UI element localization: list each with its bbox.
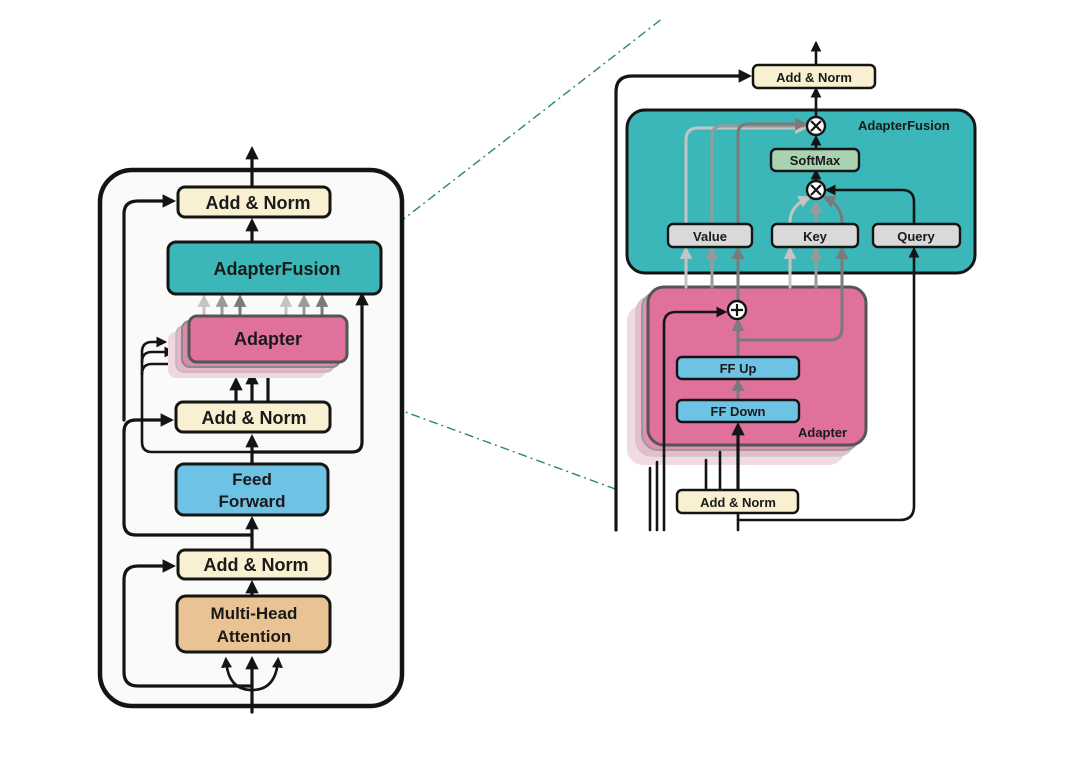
adapter-fusion-detail: AdapterFusion Adapter: [614, 40, 977, 532]
multiply-operator-bottom: [805, 179, 827, 201]
left-connectors: [122, 145, 369, 714]
right-add-norm-top: Add & Norm: [751, 63, 877, 90]
key-label: Key: [803, 229, 828, 244]
adapter-title: Adapter: [798, 425, 847, 440]
left-add-norm-top-label: Add & Norm: [206, 193, 311, 213]
zoom-leader-lines: [339, 17, 664, 491]
fusion-title: AdapterFusion: [858, 118, 950, 133]
ff-up-box: FF Up: [675, 355, 801, 381]
left-attention-line1: Multi-Head: [211, 604, 298, 623]
left-multi-head-attention: Multi-Head Attention: [175, 594, 332, 654]
ff-down-box: FF Down: [675, 398, 801, 424]
ff-down-label: FF Down: [711, 404, 766, 419]
left-adapter-fusion-label: AdapterFusion: [213, 259, 340, 279]
query-label: Query: [897, 229, 935, 244]
right-add-norm-bottom: Add & Norm: [675, 488, 800, 515]
left-feed-forward: Feed Forward: [174, 462, 330, 517]
left-add-norm-mid-label: Add & Norm: [202, 408, 307, 428]
transformer-layer: Add & Norm AdapterFusion Adapter Add & N…: [97, 145, 405, 714]
key-box: Key: [770, 222, 860, 249]
left-add-norm-top: Add & Norm: [176, 185, 332, 219]
right-connectors: [614, 40, 920, 532]
value-label: Value: [693, 229, 727, 244]
multiply-operator-top: [805, 115, 827, 137]
left-add-norm-mid: Add & Norm: [174, 400, 332, 434]
right-add-norm-bottom-label: Add & Norm: [700, 495, 776, 510]
right-add-norm-top-label: Add & Norm: [776, 70, 852, 85]
fusion-container: [625, 108, 977, 275]
query-box: Query: [871, 222, 962, 249]
left-attention-line2: Attention: [217, 627, 292, 646]
left-add-norm-bottom-label: Add & Norm: [204, 555, 309, 575]
softmax-box: SoftMax: [769, 147, 861, 173]
left-feed-forward-line1: Feed: [232, 470, 272, 489]
add-operator: [726, 299, 748, 321]
left-feed-forward-line2: Forward: [218, 492, 285, 511]
ff-up-label: FF Up: [720, 361, 757, 376]
left-adapter-stack: Adapter: [168, 314, 349, 378]
value-box: Value: [666, 222, 754, 249]
left-adapter-fusion: AdapterFusion: [166, 240, 383, 296]
softmax-label: SoftMax: [790, 153, 841, 168]
left-add-norm-bottom: Add & Norm: [176, 548, 332, 581]
left-adapter-label: Adapter: [234, 329, 302, 349]
